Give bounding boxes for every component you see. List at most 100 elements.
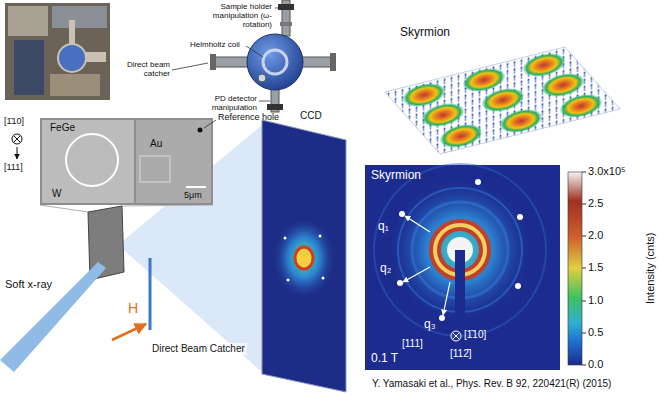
material-label: FeGe <box>50 122 75 134</box>
sem-image <box>40 118 216 205</box>
wavevector-label: q₃ <box>424 318 436 332</box>
scale-label: 5μm <box>184 190 202 200</box>
axis-title: Intensity (cnts) <box>644 232 657 304</box>
diffuse-halo <box>385 175 535 325</box>
material-label: Au <box>150 138 162 150</box>
ccd-screen <box>262 120 346 392</box>
au-mask <box>136 120 211 203</box>
axis-symbol <box>12 134 22 159</box>
port-flange <box>330 53 336 71</box>
axis-label: [1̄10] <box>4 116 24 126</box>
beam-stop-shadow <box>455 250 465 318</box>
skyrmion <box>497 105 545 137</box>
beam-catcher-flange <box>210 54 216 70</box>
q-vector <box>405 216 430 232</box>
axis-label: [1̄10] <box>464 329 486 341</box>
spin-plane <box>385 47 620 154</box>
field-label: H <box>128 300 138 316</box>
fringe <box>374 164 546 336</box>
ccd-peak <box>287 279 290 282</box>
map-ground <box>365 165 560 370</box>
part-label: Sample holder manipulation (ω-rotation) <box>200 2 272 30</box>
wavevector-label: q₂ <box>380 262 391 276</box>
tick-label: 1.5 <box>588 261 603 274</box>
panel-title: Skyrmion <box>400 26 450 40</box>
photo-manipulator <box>69 20 75 45</box>
ccd-peak <box>322 277 325 280</box>
tick-label: 0.5 <box>588 326 603 339</box>
helmholtz-coil <box>263 50 287 74</box>
color-bar <box>568 172 582 365</box>
bragg-peak <box>475 179 481 185</box>
x-ray-beam <box>0 262 106 372</box>
axis-label: [111] <box>402 338 423 350</box>
skyrmion <box>557 90 605 122</box>
au-frame <box>140 156 170 182</box>
ccd-peak <box>319 235 322 238</box>
q-vector <box>403 267 430 282</box>
pd-knob <box>267 104 283 110</box>
photo-cabinet <box>14 40 44 95</box>
photo-table <box>50 74 100 96</box>
ccd-peak <box>284 237 287 240</box>
tick-label: 3.0x10⁵ <box>588 165 626 178</box>
vacuum-chamber <box>247 34 303 90</box>
photo-port <box>86 52 106 62</box>
intensity-map <box>365 164 560 370</box>
field-value: 0.1 T <box>371 352 398 366</box>
beam-catcher-arm <box>214 57 250 67</box>
field-arrow <box>112 324 146 340</box>
part-label: Reference hole <box>218 112 279 122</box>
holder-knob <box>278 4 294 10</box>
zoom-line <box>122 205 213 206</box>
into-page-cross <box>14 136 21 143</box>
axis-arrow <box>17 147 18 159</box>
chamber-port <box>258 74 266 82</box>
bragg-peak <box>515 283 521 289</box>
photo-rack <box>52 6 107 28</box>
apparatus-photo <box>5 3 110 100</box>
beam-label: Soft x-ray <box>5 278 52 291</box>
bragg-peak <box>397 280 403 286</box>
leader-line <box>275 8 280 9</box>
beam-port <box>300 57 332 67</box>
chamber-schematic <box>172 0 336 112</box>
photo-wall <box>8 6 48 36</box>
material-label: W <box>52 188 61 200</box>
color-scale <box>568 172 586 365</box>
tick-label: 1.0 <box>588 294 603 307</box>
part-label: Helmholtz coil <box>190 40 240 49</box>
panel-title: Skyrmion <box>371 169 421 183</box>
skyrmion-lattice <box>385 47 620 154</box>
part-label: Direct Beam Catcher <box>150 343 247 355</box>
into-page-symbol <box>451 331 461 341</box>
ccd-halo <box>272 216 336 300</box>
ccd-ring <box>295 247 313 269</box>
citation: Y. Yamasaki et al., Phys. Rev. B 92, 220… <box>372 378 611 390</box>
holder-collar <box>280 22 292 26</box>
bragg-peak <box>517 214 523 220</box>
tick-label: 0.0 <box>588 358 603 371</box>
tick-label: 2.5 <box>588 197 603 210</box>
bragg-peak <box>439 315 445 321</box>
q-vector <box>443 282 450 315</box>
leader-line <box>259 101 270 102</box>
ccd-frame <box>262 120 346 392</box>
axis-label: [111] <box>4 162 23 172</box>
into-page-cross <box>453 333 460 340</box>
leader-line <box>204 120 216 128</box>
photo-chamber <box>58 44 86 72</box>
sem-ground <box>40 118 213 205</box>
part-label: Direct beam catcher <box>115 60 170 78</box>
leader-line <box>246 46 263 57</box>
axis-label: [112̄] <box>450 348 472 360</box>
leader-line <box>172 63 208 70</box>
beam-catcher-bar <box>149 258 152 330</box>
detector-label: CCD <box>300 110 322 122</box>
reference-hole <box>198 128 203 133</box>
fege-plate <box>42 120 134 203</box>
zoom-line <box>40 205 88 212</box>
bragg-peak <box>399 211 405 217</box>
skyrmion <box>437 120 485 152</box>
